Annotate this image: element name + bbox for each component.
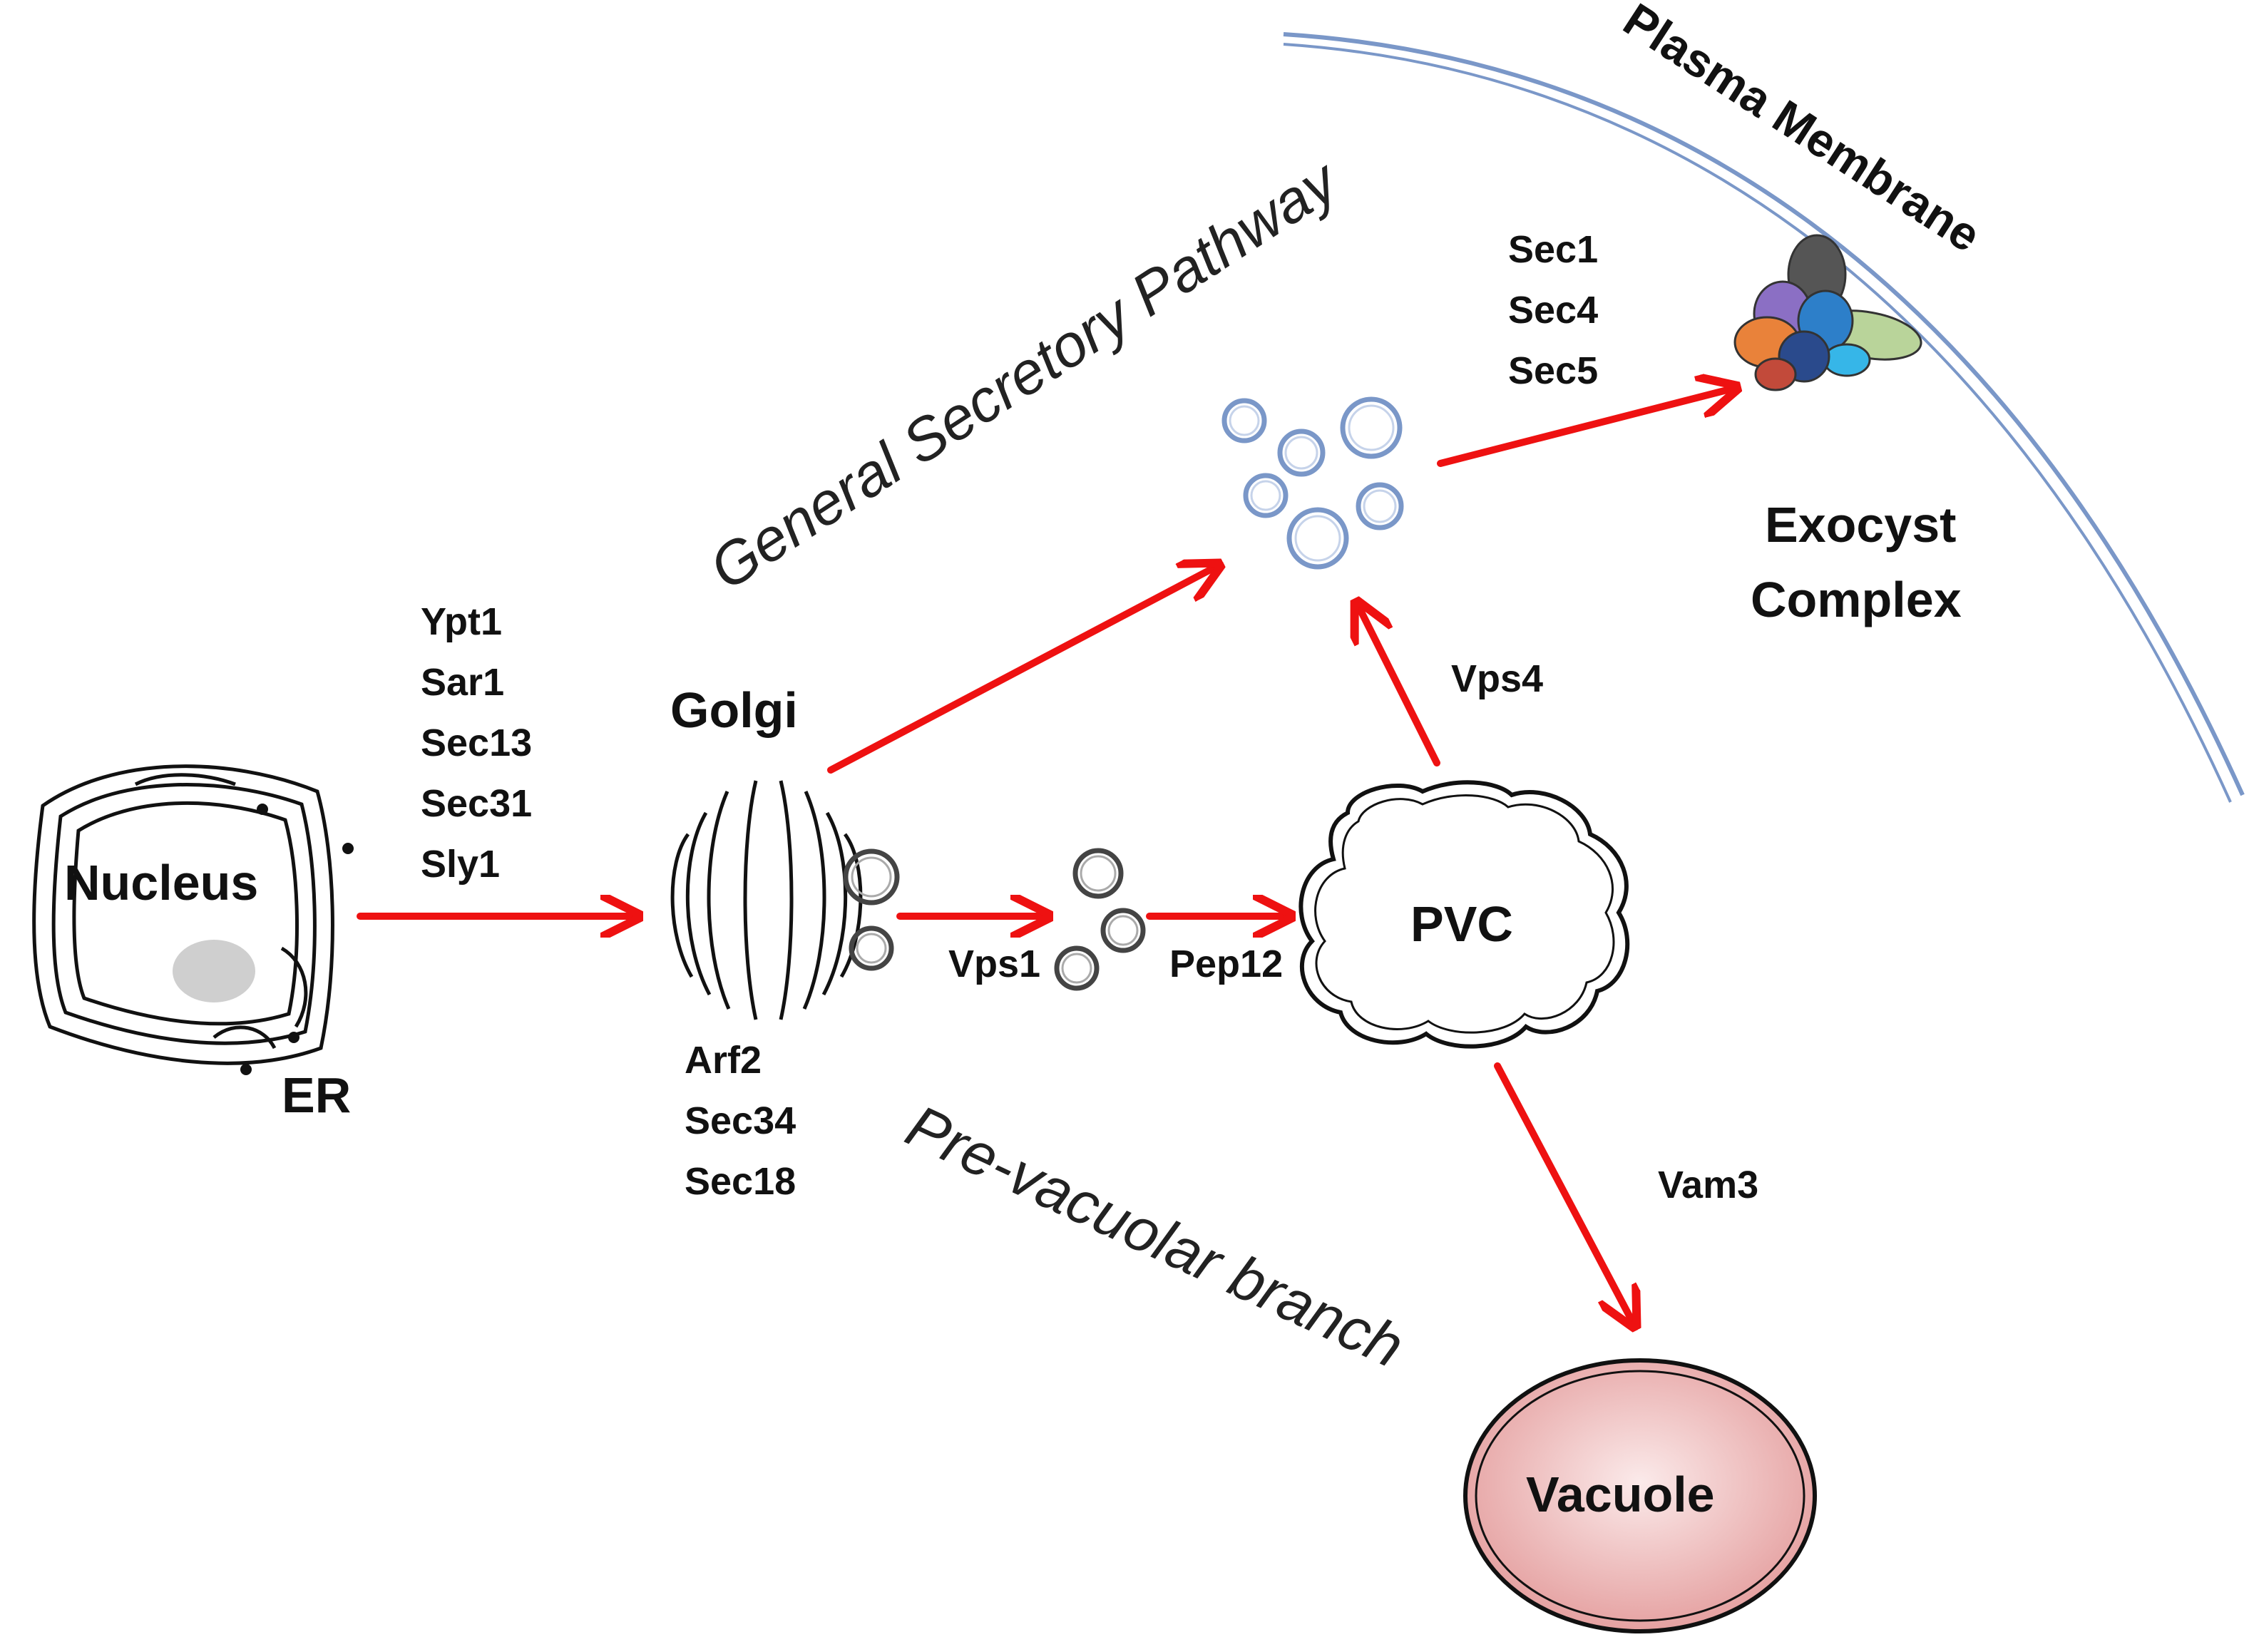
exocyst-complex	[1733, 234, 1922, 391]
golgi-protein-list: Arf2 Sec34 Sec18	[685, 1039, 796, 1203]
exocyst-label-line2: Complex	[1751, 572, 1962, 627]
exocyst-label-line1: Exocyst	[1765, 497, 1956, 553]
nucleus-er	[32, 764, 354, 1075]
ribosome-dot	[240, 1064, 252, 1075]
protein-sec31: Sec31	[421, 782, 532, 825]
arrow-pvc-to-secretory-vesicles	[1358, 606, 1440, 766]
secretory-vesicles	[1221, 396, 1404, 570]
er-golgi-protein-list: Ypt1 Sar1 Sec13 Sec31 Sly1	[421, 600, 532, 886]
nucleolus	[173, 940, 255, 1002]
protein-sec18: Sec18	[685, 1160, 796, 1203]
exocytosis-protein-list: Sec1 Sec4 Sec5	[1508, 228, 1598, 392]
general-secretory-pathway-label: General Secretory Pathway	[698, 145, 1352, 602]
protein-vps1: Vps1	[948, 943, 1040, 985]
ribosome-dot	[257, 804, 268, 815]
vacuole	[1463, 1358, 1817, 1633]
transport-vesicles	[1054, 848, 1146, 991]
protein-ypt1: Ypt1	[421, 600, 502, 643]
plasma-membrane-label: Plasma Membrane	[1614, 0, 1989, 262]
protein-vps4: Vps4	[1451, 657, 1543, 700]
golgi-label: Golgi	[670, 682, 798, 738]
arrow-vesicles-to-exocyst	[1437, 389, 1733, 467]
protein-vam3: Vam3	[1658, 1164, 1758, 1206]
protein-sly1: Sly1	[421, 843, 500, 886]
ribosome-dot	[288, 1032, 299, 1043]
pre-vacuolar-branch-label: Pre-vacuolar branch	[896, 1092, 1413, 1380]
er-label: ER	[282, 1067, 351, 1123]
protein-sec5: Sec5	[1508, 349, 1598, 392]
arrows	[357, 389, 1733, 1323]
golgi-stack	[670, 780, 863, 1020]
protein-sec34: Sec34	[685, 1099, 796, 1142]
arrow-golgi-to-secretory-vesicles	[827, 567, 1216, 774]
pvc-compartment	[1298, 780, 1630, 1049]
ribosome-dot	[342, 843, 354, 854]
protein-sec4: Sec4	[1508, 289, 1598, 332]
vacuole-label: Vacuole	[1526, 1467, 1715, 1522]
golgi-vesicles	[843, 848, 900, 971]
protein-pep12: Pep12	[1169, 943, 1283, 985]
nucleus-label: Nucleus	[64, 855, 258, 910]
arrow-pvc-to-vacuole	[1494, 1062, 1633, 1323]
protein-arf2: Arf2	[685, 1039, 762, 1082]
protein-sar1: Sar1	[421, 661, 504, 704]
protein-sec13: Sec13	[421, 722, 532, 764]
protein-sec1: Sec1	[1508, 228, 1598, 271]
pvc-label: PVC	[1410, 896, 1513, 952]
plasma-membrane	[1283, 32, 2245, 803]
